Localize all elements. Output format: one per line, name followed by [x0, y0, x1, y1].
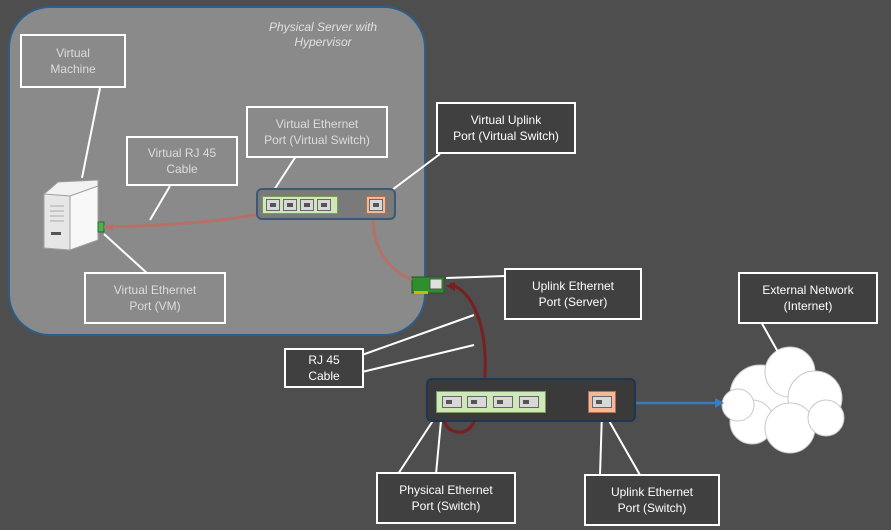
server-title-line2: Hypervisor: [294, 35, 352, 49]
callout-uplink-switch-line1: Uplink Ethernet: [610, 485, 694, 499]
callout-virtual-rj45: Virtual RJ 45 Cable: [126, 136, 238, 186]
callout-external-network: External Network (Internet): [738, 272, 878, 324]
callout-rj45-cable: RJ 45 Cable: [284, 348, 364, 388]
callout-virtual-uplink-port: Virtual Uplink Port (Virtual Switch): [436, 102, 576, 154]
callout-virtual-rj45-line2: Cable: [166, 162, 198, 176]
pointer-rj45-cable-b: [361, 344, 475, 373]
server-title-line1: Physical Server with: [268, 20, 378, 34]
physical-ethernet-port-2: [467, 396, 487, 408]
virtual-uplink-cable: [371, 213, 413, 282]
callout-vep-vm-line2: Port (VM): [129, 299, 181, 313]
virtual-ethernet-port-4: [317, 199, 331, 211]
callout-uplink-server-line1: Uplink Ethernet: [531, 279, 615, 293]
callout-uplink-ethernet-port-switch: Uplink Ethernet Port (Switch): [584, 474, 720, 526]
callout-virtual-ethernet-port-switch: Virtual Ethernet Port (Virtual Switch): [246, 106, 388, 158]
virtual-ethernet-port-2: [283, 199, 297, 211]
virtual-uplink-port: [369, 199, 383, 211]
callout-virtual-machine-line2: Machine: [50, 62, 96, 76]
callout-pep-switch-line1: Physical Ethernet: [399, 483, 493, 497]
callout-vep-switch-line2: Port (Virtual Switch): [264, 133, 370, 147]
callout-uplink-switch-line2: Port (Switch): [617, 501, 687, 515]
callout-virtual-machine: Virtual Machine: [20, 34, 126, 88]
callout-external-network-line2: (Internet): [783, 299, 833, 313]
callout-physical-ethernet-port-switch: Physical Ethernet Port (Switch): [376, 472, 516, 524]
virtual-switch-panel: [256, 188, 396, 220]
callout-virtual-ethernet-port-vm: Virtual Ethernet Port (VM): [84, 272, 226, 324]
callout-uplink-server-line2: Port (Server): [538, 295, 608, 309]
physical-server-title: Physical Server with Hypervisor: [258, 20, 388, 50]
physical-switch-panel: [426, 378, 636, 422]
callout-virtual-uplink-line1: Virtual Uplink: [470, 113, 542, 127]
virtual-machine-icon: [43, 179, 99, 251]
server-nic-card-icon: [411, 276, 445, 294]
physical-ethernet-port-1: [442, 396, 462, 408]
pointer-rj45-cable-a: [361, 314, 475, 356]
callout-virtual-machine-line1: Virtual: [56, 46, 90, 60]
callout-uplink-ethernet-port-server: Uplink Ethernet Port (Server): [504, 268, 642, 320]
physical-ethernet-port-3: [493, 396, 513, 408]
pointer-uplink-server: [445, 275, 506, 279]
virtual-ethernet-ports-group: [262, 196, 338, 214]
virtual-uplink-port-group: [366, 196, 386, 214]
callout-rj45-cable-label: RJ 45 Cable: [308, 353, 340, 383]
pointer-virtual-rj45: [149, 185, 171, 221]
callout-virtual-uplink-line2: Port (Virtual Switch): [453, 129, 559, 143]
pointer-virtual-ethernet-vm: [103, 233, 149, 275]
virtual-ethernet-port-3: [300, 199, 314, 211]
callout-pep-switch-line2: Port (Switch): [411, 499, 481, 513]
callout-vep-switch-line1: Virtual Ethernet: [275, 117, 359, 131]
callout-external-network-line1: External Network: [762, 283, 854, 297]
cloud-icon: [721, 346, 845, 454]
callout-virtual-rj45-line1: Virtual RJ 45: [147, 146, 217, 160]
virtual-ethernet-port-1: [266, 199, 280, 211]
physical-ethernet-port-4: [519, 396, 539, 408]
pointer-uplink-switch-a: [599, 411, 603, 476]
physical-uplink-port-group: [588, 391, 616, 413]
pointer-virtual-machine: [81, 87, 101, 179]
vm-ethernet-port-icon: [97, 221, 105, 233]
physical-ethernet-ports-group: [436, 391, 546, 413]
pointer-uplink-switch-b: [603, 411, 641, 476]
callout-vep-vm-line1: Virtual Ethernet: [113, 283, 197, 297]
pointer-external-network: [759, 319, 779, 353]
virtual-rj45-cable: [103, 210, 273, 229]
physical-uplink-port: [592, 396, 612, 408]
